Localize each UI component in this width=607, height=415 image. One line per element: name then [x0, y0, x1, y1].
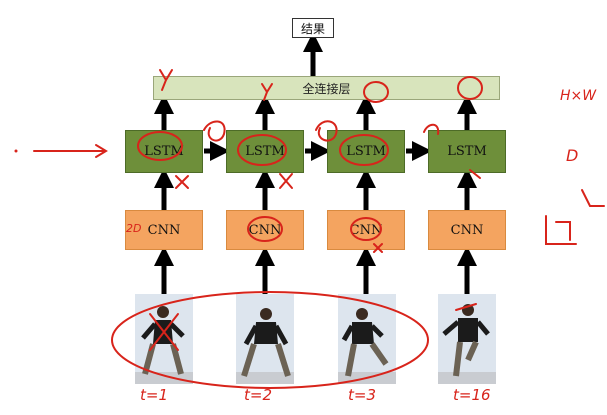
- lstm-label: LSTM: [447, 144, 487, 159]
- vertical-arrows: [154, 94, 477, 294]
- time-label-3: t=3: [348, 386, 376, 404]
- cnn-label: CNN: [349, 222, 383, 238]
- side-annotation-hw: H×W: [560, 88, 597, 104]
- time-label-1: t=1: [140, 386, 168, 404]
- time-label-4: t=16: [453, 386, 491, 404]
- lstm-cell-3: LSTM: [327, 130, 405, 173]
- fully-connected-layer: 全连接层: [153, 76, 500, 100]
- cnn-block-4: CNN: [428, 210, 506, 250]
- person-figure-icon: [135, 306, 193, 384]
- lstm-label: LSTM: [346, 144, 386, 159]
- lstm-label: LSTM: [245, 144, 285, 159]
- lstm-cell-2: LSTM: [226, 130, 304, 173]
- cnn-block-1: CNN: [125, 210, 203, 250]
- result-box: 结果: [292, 18, 334, 38]
- person-figure-icon: [236, 308, 294, 384]
- cnn-block-2: CNN: [226, 210, 304, 250]
- person-figure-icon: [438, 304, 496, 384]
- result-label: 结果: [300, 21, 325, 36]
- cnn-label: CNN: [248, 222, 282, 238]
- video-frame-1: [135, 294, 193, 384]
- fc-label: 全连接层: [302, 81, 351, 96]
- lstm-label: LSTM: [144, 144, 184, 159]
- video-frame-2: [236, 294, 294, 384]
- side-annotation-d: D: [566, 146, 579, 165]
- video-frame-4: [438, 294, 496, 384]
- cnn-label: CNN: [147, 222, 181, 238]
- person-figure-icon: [338, 308, 396, 384]
- time-label-2: t=2: [244, 386, 272, 404]
- cnn-label: CNN: [450, 222, 484, 238]
- lstm-cell-4: LSTM: [428, 130, 506, 173]
- lstm-cell-1: LSTM: [125, 130, 203, 173]
- video-frame-3: [338, 294, 396, 384]
- cnn-2d-annotation: 2D: [126, 222, 142, 235]
- cnn-block-3: CNN: [327, 210, 405, 250]
